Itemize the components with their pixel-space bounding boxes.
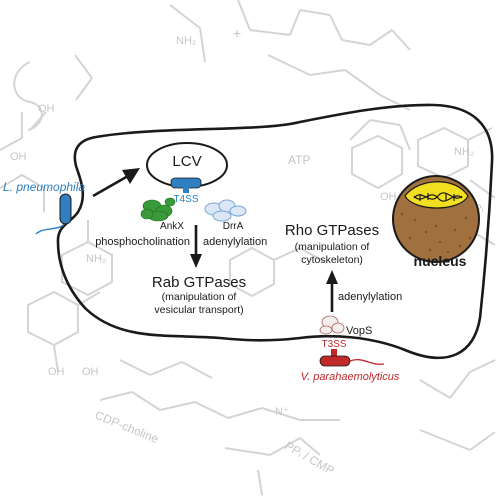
bg-atp-label: ATP xyxy=(288,153,310,167)
legionella-rod xyxy=(59,193,72,225)
rab-modification-arrow-head xyxy=(190,254,202,268)
dna-helix-icon xyxy=(413,192,463,202)
nucleus-label: nucleus xyxy=(414,253,467,269)
nucleus-inner-cavity xyxy=(404,181,469,209)
drra-protein-icon xyxy=(204,199,247,222)
entry-arrow-head xyxy=(122,168,140,184)
rho-gtpases-subtitle: cytoskeleton) xyxy=(301,254,363,266)
vibrio-rod xyxy=(319,355,351,367)
bg-ppi-cmp-label: PPᵢ / CMP xyxy=(283,438,337,477)
rho-gtpases-subtitle: (manipulation of xyxy=(295,241,370,253)
nucleus-texture xyxy=(401,213,471,253)
adenylylation-right-label: adenylylation xyxy=(338,291,402,303)
vibrio-bacterium xyxy=(319,355,385,367)
bg-nh2-label: NH₂ xyxy=(454,146,474,158)
rho-modification-arrow-head xyxy=(326,270,338,284)
bg-cdp-choline-label: CDP-choline xyxy=(93,408,161,446)
rab-gtpases-title: Rab GTPases xyxy=(152,274,246,291)
t3ss-channel xyxy=(331,349,337,357)
t3ss-label: T3SS xyxy=(321,339,346,350)
rho-gtpases-title: Rho GTPases xyxy=(285,222,379,239)
nucleus: nucleus xyxy=(392,175,480,269)
bg-oh-label: OH xyxy=(38,103,55,115)
entry-arrow xyxy=(92,174,129,198)
ankx-label: AnkX xyxy=(160,221,184,232)
vops-protein-icon xyxy=(319,315,345,335)
t4ss-channel xyxy=(183,185,189,193)
legionella-label: L. pneumophila xyxy=(3,180,85,194)
vops-label: VopS xyxy=(346,325,372,337)
lcv-label: LCV xyxy=(172,153,201,170)
bg-plus-sign: + xyxy=(233,25,241,41)
legionella-bacterium xyxy=(35,193,72,235)
vibrio-flagellum xyxy=(349,358,385,365)
bg-oh-label: OH xyxy=(82,366,99,378)
bg-n-plus-label: N⁺ xyxy=(275,406,289,418)
bg-nh2-label: NH₂ xyxy=(176,35,196,47)
vibrio-label: V. parahaemolyticus xyxy=(301,371,400,383)
adenylylation-left-label: adenylylation xyxy=(203,236,267,248)
rab-gtpases-subtitle: (manipulation of xyxy=(162,291,237,303)
phosphocholination-label: phosphocholination xyxy=(95,236,190,248)
bg-oh-label: OH xyxy=(48,366,65,378)
bg-oh-label: OH xyxy=(10,151,27,163)
host-cell-membrane xyxy=(56,103,494,360)
drra-label: DrrA xyxy=(223,221,244,232)
rab-gtpases-subtitle: vesicular transport) xyxy=(154,304,243,316)
bg-oh-label: OH xyxy=(380,191,397,203)
bg-nh2-label: NH₂ xyxy=(86,253,106,265)
t4ss-label: T4SS xyxy=(173,194,198,205)
ankx-protein-icon xyxy=(140,197,176,222)
